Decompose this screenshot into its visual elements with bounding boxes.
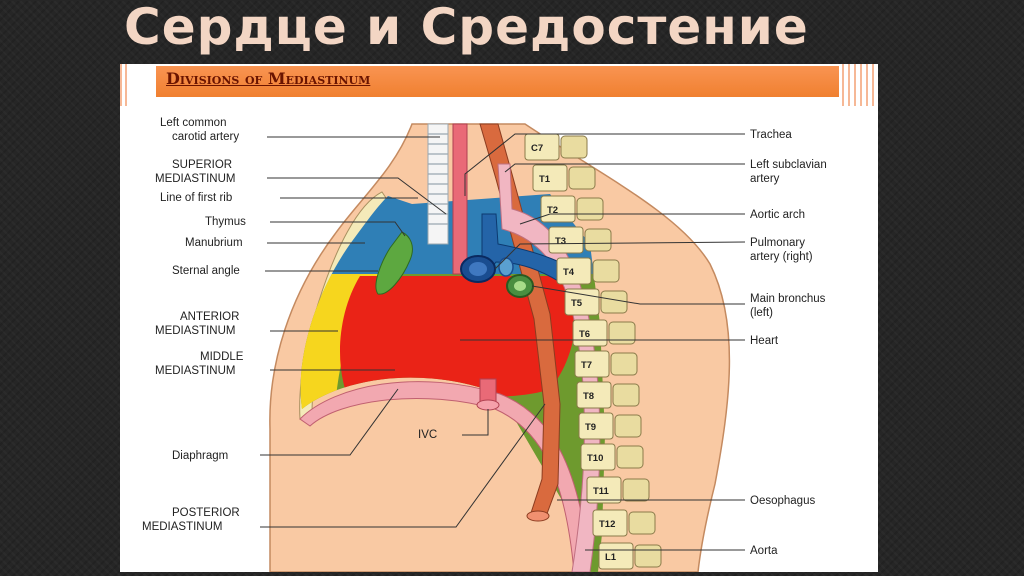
vertebra-process [622,478,650,502]
vertebra-label: T3 [555,236,566,247]
right-label-4-line-1: (left) [750,307,773,319]
vertebra-label: T9 [585,422,596,433]
vertebra-process [614,414,642,438]
right-label-1-line-1: artery [750,173,780,185]
slide-title: Сердце и Средостение [124,0,809,56]
right-label-3-line-1: artery (right) [750,251,813,263]
vertebra-process [584,228,612,252]
vertebra-body [540,195,576,223]
left-label-7-line-1: MEDIASTINUM [155,365,236,377]
right-label-0-line-0: Trachea [750,129,792,141]
vertebra-label: T6 [579,329,590,340]
right-leader-lines [460,133,746,551]
vertebra-label: T7 [581,360,592,371]
decorative-stripes-left [120,64,130,106]
diaphragm [299,381,591,572]
ivc-label: IVC [418,429,437,441]
vertebra-process [612,383,640,407]
right-label-7-line-0: Aorta [750,545,778,557]
right-label-2-line-0: Aortic arch [750,209,805,221]
vertebra-body [574,350,610,378]
vertebra-body [580,443,616,471]
right-label-3-line-0: Pulmonary [750,237,805,249]
vertebra-body [576,381,612,409]
carotid-artery [452,123,468,275]
left-label-0-line-0: Left common [160,117,226,129]
vertebra-body [532,164,568,192]
vertebra-process [608,321,636,345]
vertebra-body [548,226,584,254]
vertebra-process [568,166,596,190]
vertebra-label: T5 [571,298,583,309]
vertebra-process [634,544,662,568]
vertebra-process [628,511,656,535]
banner-title: Divisions of Mediastinum [166,69,371,88]
vertebra-process [616,445,644,469]
vertebra-label: T4 [563,267,575,278]
left-label-4-line-0: Manubrium [185,237,243,249]
trachea [427,123,449,245]
left-label-6-line-1: MEDIASTINUM [155,325,236,337]
vertebra-label: L1 [605,552,617,563]
vertebra-body [556,257,592,285]
left-label-5-line-0: Sternal angle [172,265,240,277]
vertebra-body [586,476,622,504]
left-label-7-line-0: MIDDLE [200,351,244,363]
thymus [375,231,413,295]
vertebra-label: T8 [583,391,594,402]
vertebra-label: T10 [587,453,603,464]
vertebra-process [610,352,638,376]
vertebra-label: T1 [539,174,551,185]
left-label-9-line-1: MEDIASTINUM [142,521,223,533]
right-label-6-line-0: Oesophagus [750,495,815,507]
vertebra-label: T12 [599,519,615,530]
left-label-1-line-1: MEDIASTINUM [155,173,236,185]
vertebra-body [578,412,614,440]
right-label-1-line-0: Left subclavian [750,159,827,171]
left-label-2-line-0: Line of first rib [160,192,232,204]
decorative-stripes [842,64,878,106]
vertebra-body [592,509,628,537]
left-label-1-line-0: SUPERIOR [172,159,232,171]
heart-region [340,276,576,397]
left-label-9-line-0: POSTERIOR [172,507,240,519]
left-leader-lines [260,136,546,528]
ivc [476,378,500,411]
left-label-0-line-1: carotid artery [172,131,239,143]
left-label-6-line-0: ANTERIOR [180,311,239,323]
vertebra-process [600,290,628,314]
vertebra-process [592,259,620,283]
vertebra-label: T11 [593,486,610,497]
figure-banner: Divisions of Mediastinum [156,66,839,97]
vertebra-process [576,197,604,221]
right-label-5-line-0: Heart [750,335,779,347]
mediastinum-figure: Divisions of Mediastinum [120,64,878,572]
vertebra-label: C7 [531,143,543,154]
vertebra-process [560,135,588,159]
left-label-8-line-0: Diaphragm [172,450,228,462]
left-label-3-line-0: Thymus [205,216,246,228]
vertebra-label: T2 [547,205,558,216]
right-label-4-line-0: Main bronchus [750,293,826,305]
